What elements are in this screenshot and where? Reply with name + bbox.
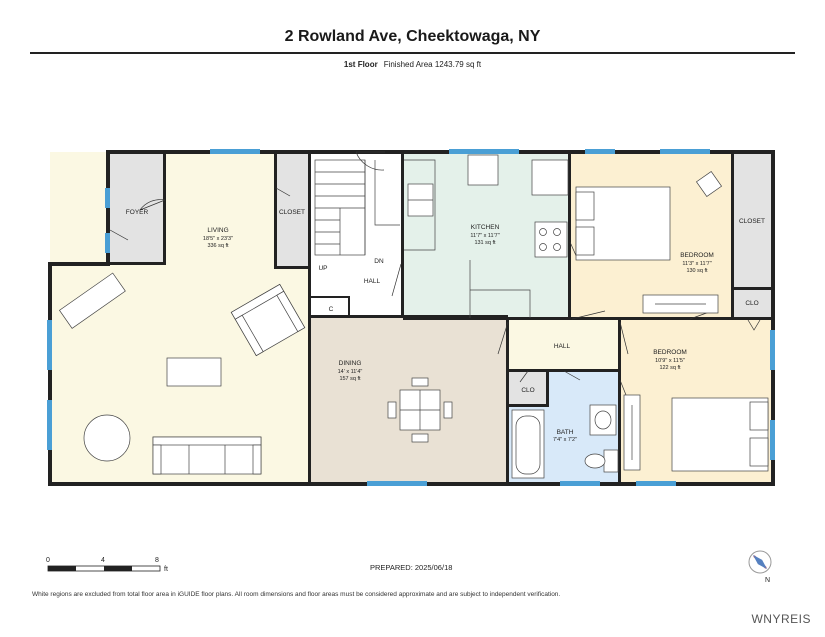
bedroom1-furniture <box>575 170 723 314</box>
bath-dims: 7'4" x 7'2" <box>553 437 577 443</box>
clo-bath-label: CLO <box>521 387 534 394</box>
kitchen-area: 131 sq ft <box>474 240 496 246</box>
bedroom1-closet-label: CLOSET <box>739 218 765 225</box>
coffee-table <box>166 357 222 387</box>
kitchen-fixtures <box>404 154 569 318</box>
hall2-label: HALL <box>554 343 571 350</box>
stair-up-label: UP <box>318 265 327 272</box>
living-dims: 18'5" x 23'3" <box>203 236 233 242</box>
disclaimer: White regions are excluded from total fl… <box>32 591 561 598</box>
room-labels: FOYER LIVING 18'5" x 23'3" 336 sq ft CLO… <box>126 209 765 443</box>
armchair <box>230 283 306 357</box>
floor-label: 1st Floor <box>343 60 378 69</box>
finished-area: Finished Area 1243.79 sq ft <box>383 60 482 69</box>
round-table <box>83 414 131 462</box>
foyer-label: FOYER <box>126 209 149 216</box>
compass-north: N <box>765 577 770 584</box>
bath-label: BATH <box>557 429 574 436</box>
hall2-fill <box>508 319 620 371</box>
dining-label: DINING <box>339 360 362 367</box>
clo-small-fill <box>733 288 773 319</box>
kitchen-label: KITCHEN <box>471 224 500 231</box>
sofa <box>152 436 262 475</box>
brand-watermark: WNYREIS <box>751 612 811 626</box>
prepared-date: PREPARED: 2025/06/18 <box>370 563 453 572</box>
scale-label-4: 4 <box>101 557 105 564</box>
bedroom2-furniture <box>623 394 769 472</box>
clo-small-label: CLO <box>745 300 758 307</box>
bedroom2-label: BEDROOM <box>653 349 687 356</box>
scale-label-0: 0 <box>46 557 50 564</box>
bedroom1-area: 130 sq ft <box>686 268 708 274</box>
bath-upper-fill <box>548 371 620 405</box>
bedroom1-label: BEDROOM <box>680 252 714 259</box>
stair-hall-label: HALL <box>364 278 381 285</box>
dining-dims: 14' x 11'4" <box>338 369 363 375</box>
staircase <box>314 159 400 256</box>
bedroom2-area: 122 sq ft <box>659 365 681 371</box>
plan-subtitle: 1st Floor Finished Area 1243.79 sq ft <box>0 60 825 69</box>
bedroom1-dims: 11'3" x 11'7" <box>682 261 711 267</box>
windows <box>47 149 775 486</box>
stair-dn-label: DN <box>374 258 384 265</box>
foyer-fill <box>110 152 165 264</box>
living-area: 336 sq ft <box>207 243 229 249</box>
title-rule <box>30 52 795 54</box>
plan-title: 2 Rowland Ave, Cheektowaga, NY <box>284 28 541 45</box>
bedroom1-closet-fill <box>733 152 773 288</box>
living-closet-label: CLOSET <box>279 209 305 216</box>
dining-table <box>387 377 453 443</box>
bath-fixtures <box>511 404 619 479</box>
living-label: LIVING <box>207 227 228 234</box>
living-closet-fill <box>275 152 310 267</box>
dining-area: 157 sq ft <box>339 376 361 382</box>
compass-icon: N <box>748 550 772 584</box>
stair-c-label: C <box>329 306 334 313</box>
scale-label-8: 8 <box>155 557 159 564</box>
bedroom2-dims: 10'9" x 11'5" <box>655 358 685 364</box>
living-furniture <box>58 272 306 475</box>
clo-bath-fill <box>508 371 548 405</box>
scale-bar: 0 4 8 ft <box>46 557 168 573</box>
stair-fill <box>310 152 403 317</box>
scale-unit: ft <box>164 566 168 573</box>
sofa-diagonal <box>58 272 126 329</box>
kitchen-dims: 11'7" x 11'7" <box>470 233 499 239</box>
